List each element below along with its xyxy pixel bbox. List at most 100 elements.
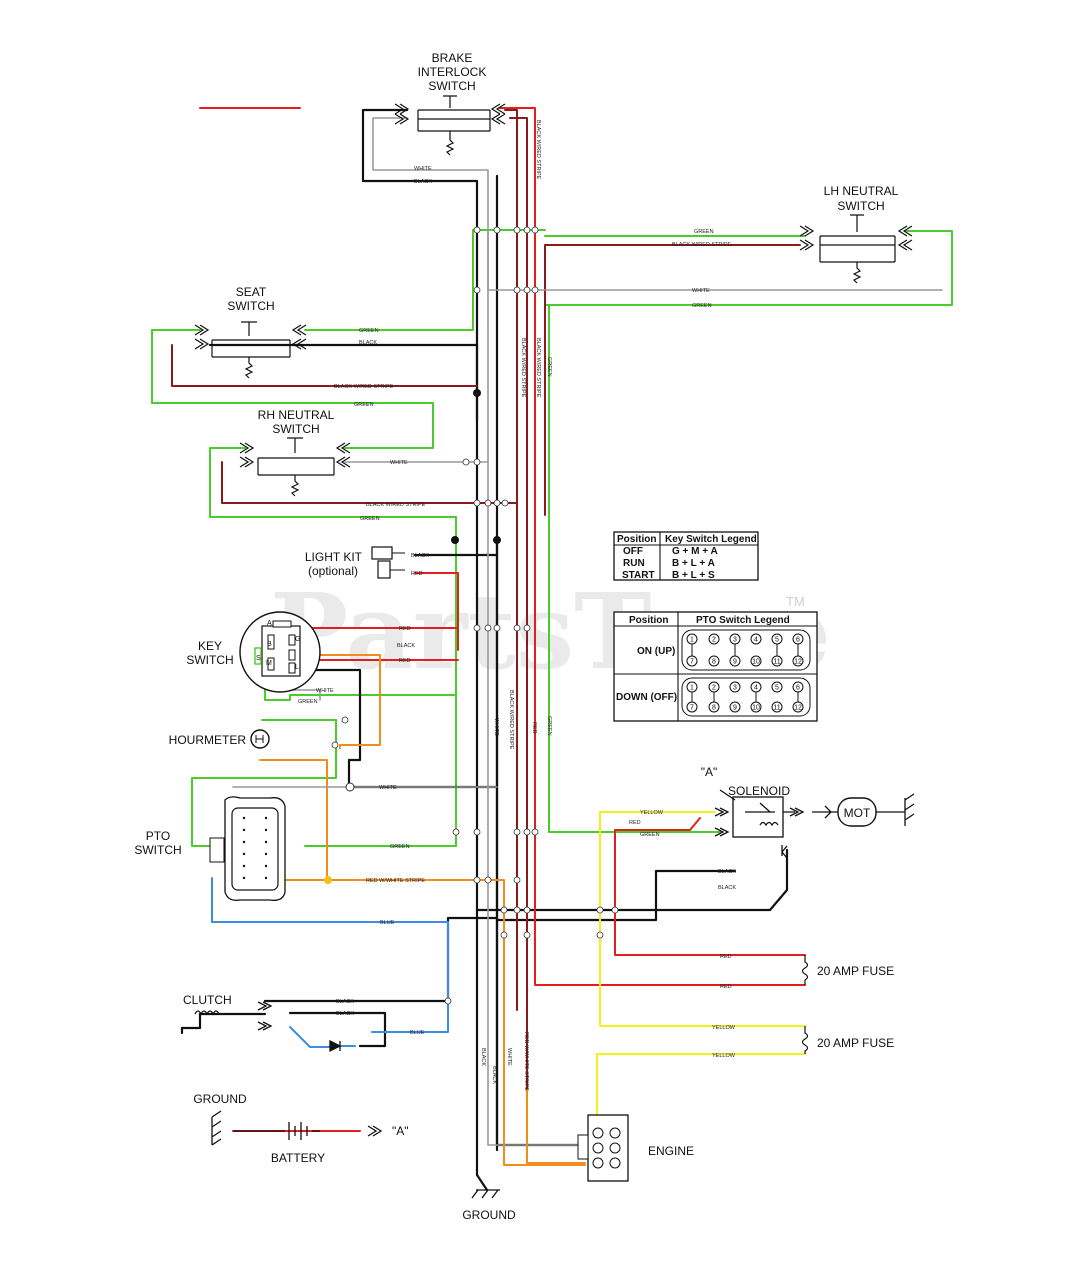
pto-legend-terminal: [771, 681, 783, 693]
wire-label-red-key2: RED: [399, 658, 411, 664]
wire-label-red-fuse2: RED: [720, 984, 732, 990]
fuse-red-label: 20 AMP FUSE: [817, 964, 894, 978]
pto-legend-terminal: [792, 655, 804, 667]
solenoid: [714, 789, 838, 859]
wire-label-blackred-v4: BLACK W/RED STRIPE: [508, 690, 514, 750]
wire-label-yellow-sol: YELLOW: [640, 810, 664, 816]
engine-label: ENGINE: [648, 1144, 694, 1158]
pto-legend-terminal-label: 9: [733, 705, 737, 712]
pto-legend-down-label: DOWN (OFF): [616, 692, 677, 703]
pto-legend-terminal: [729, 633, 741, 645]
key-legend-header-position: Position: [617, 534, 656, 545]
rh-neutral-switch: [239, 437, 351, 497]
key-legend-row-0-pos: OFF: [623, 546, 643, 557]
hourmeter: [250, 729, 270, 749]
wire-label-white-v2: WHITE: [506, 1048, 512, 1066]
pto-legend-terminal: [771, 655, 783, 667]
wire-label-green-seat: GREEN: [359, 328, 379, 334]
wire-label-black-seat: BLACK: [359, 340, 377, 346]
wire-label-green-lh: GREEN: [694, 229, 714, 235]
wire-label-green-seat2: GREEN: [354, 402, 374, 408]
wire-label-black-key: BLACK: [397, 643, 415, 649]
pto-legend-terminal-label: 1: [690, 637, 694, 644]
wire-label-black-v: BLACK: [480, 1048, 486, 1066]
wire-label-black-sol2: BLACK: [718, 885, 736, 891]
pto-legend-terminal-label: 11: [773, 659, 780, 666]
seat-label-1: SEAT: [236, 285, 267, 299]
pto-legend-terminal: [792, 701, 804, 713]
pto-legend-terminal-label: 4: [754, 637, 758, 644]
battery: [211, 1110, 383, 1146]
key-legend-header-title: Key Switch Legend: [665, 534, 757, 545]
fuses: [801, 955, 809, 1054]
brake-interlock-switch: [394, 95, 506, 156]
key-terminal-l: L: [295, 664, 299, 671]
wire-label-black-v2: BLACK: [491, 1066, 497, 1084]
wire-label-yellow-fuse: YELLOW: [712, 1025, 736, 1031]
wire-label-black-sol: BLACK: [718, 869, 736, 875]
pto-legend-terminal-label: 5: [775, 685, 779, 692]
battery-a-label: "A": [392, 1124, 409, 1138]
key-switch: [239, 611, 321, 693]
wire-label-red-light: RED: [411, 571, 423, 577]
wire-label-red-v: RED: [531, 722, 537, 734]
wire-label-blackred-seat: BLACK W/RED STRIPE: [334, 384, 394, 390]
pto-legend-terminal-label: 6: [796, 685, 800, 692]
wire-label-black-brake: BLACK: [414, 179, 432, 185]
pto-legend-terminal-label: 10: [752, 705, 760, 712]
pto-legend-terminal: [750, 633, 762, 645]
key-switch-label-1: KEY: [198, 639, 222, 653]
battery-label: BATTERY: [271, 1151, 325, 1165]
pto-legend-terminal: [686, 681, 698, 693]
wire-label-white-pto: WHITE: [379, 785, 397, 791]
wire-label-white-brake: WHITE: [414, 166, 432, 172]
wire-label-blackred-v2: BLACK W/RED STRIPE: [535, 338, 541, 398]
fuse-yellow-label: 20 AMP FUSE: [817, 1036, 894, 1050]
key-terminal-a: A: [267, 620, 272, 627]
key-legend-row-1-val: B + L + A: [672, 558, 715, 569]
lh-neutral-switch: [799, 214, 913, 284]
solenoid-label: SOLENOID: [728, 784, 790, 798]
wire-label-blue-pto: BLUE: [380, 920, 395, 926]
pto-switch-legend: Position PTO Switch Legend ON (UP) DOWN …: [613, 611, 818, 722]
wire-label-blackred-v1: BLACK W/RED STRIPE: [520, 338, 526, 398]
crossovers: [331, 226, 619, 1005]
wire-label-green-v2: GREEN: [546, 716, 552, 736]
wire-label-green-v: GREEN: [546, 357, 552, 377]
pto-legend-terminal: [708, 681, 720, 693]
pto-legend-terminal: [708, 633, 720, 645]
ground-left-label: GROUND: [193, 1092, 247, 1106]
pto-legend-terminal: [792, 633, 804, 645]
pto-legend-terminal: [686, 633, 698, 645]
wire-label-green-sol: GREEN: [640, 832, 660, 838]
key-legend-row-0-val: G + M + A: [672, 546, 718, 557]
watermark-tm: TM: [786, 594, 805, 609]
pto-legend-terminal: [771, 701, 783, 713]
pto-legend-terminal: [729, 681, 741, 693]
pto-legend-terminal-label: 5: [775, 637, 779, 644]
key-terminal-g: G: [295, 636, 300, 643]
pto-legend-outline: [681, 629, 811, 671]
pto-legend-terminal-label: 1: [690, 685, 694, 692]
key-switch-label-2: SWITCH: [186, 653, 233, 667]
key-legend-row-2-pos: START: [622, 570, 655, 581]
wire-label-blackred-rh: BLACK W/RED STRIPE: [366, 502, 426, 508]
lh-neutral-label-1: LH NEUTRAL: [824, 184, 899, 198]
hourmeter-label: HOURMETER: [169, 733, 247, 747]
brake-switch-label-2: INTERLOCK: [418, 65, 487, 79]
pto-legend-terminal-label: 10: [752, 659, 760, 666]
wire-label-white-lh: WHITE: [692, 288, 710, 294]
light-kit: [371, 546, 405, 579]
wire-label-blackred-lh: BLACK W/RED STRIPE: [672, 242, 732, 248]
pto-legend-terminal-label: 2: [712, 637, 716, 644]
clutch: [194, 1001, 342, 1053]
clutch-label: CLUTCH: [183, 993, 232, 1007]
white-junction: [345, 782, 355, 792]
wire-label-green-key: GREEN: [298, 699, 318, 705]
wire-label-redwhite-v: RED W/WHITE STRIPE: [523, 1032, 529, 1091]
black-red-wires: [171, 109, 801, 1091]
wire-label-blue-clutch: BLUE: [410, 1030, 425, 1036]
red-wires: [199, 107, 806, 1132]
light-kit-label-1: LIGHT KIT: [305, 550, 363, 564]
wire-label-black-light: BLACK: [411, 553, 429, 559]
